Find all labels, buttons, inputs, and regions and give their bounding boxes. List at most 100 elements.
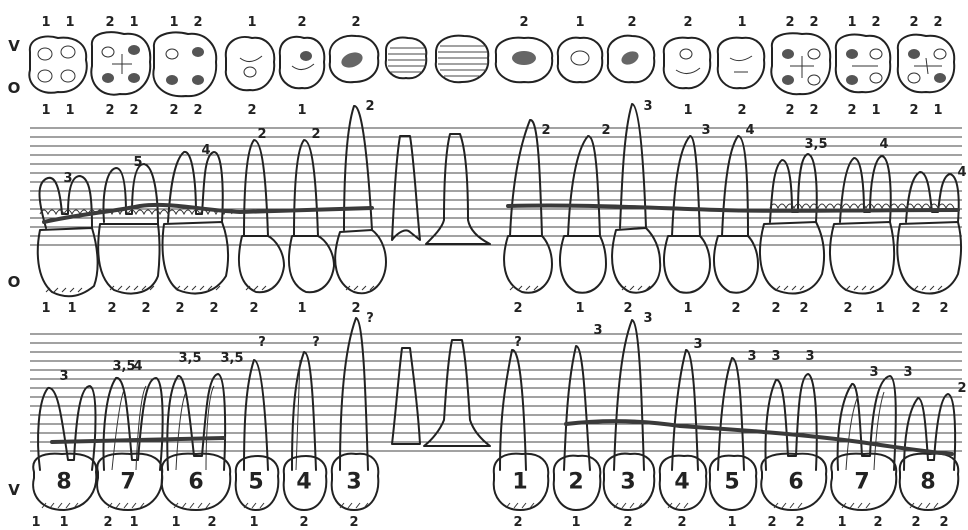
crown-label: 2 xyxy=(909,103,918,118)
tooth-number: 3 xyxy=(346,470,361,495)
root-label: 3 xyxy=(643,99,652,114)
tooth-outline xyxy=(830,222,894,293)
root-label: 2 xyxy=(257,127,266,142)
root-label: ? xyxy=(514,335,522,350)
root-label: 3 xyxy=(693,337,702,352)
tooth-outline xyxy=(904,394,955,470)
crown-label: 2 xyxy=(871,15,880,30)
bottom-label: 2 xyxy=(795,515,804,530)
root-label: 2 xyxy=(957,381,966,396)
root-label: 3 xyxy=(869,365,878,380)
bottom-label: 2 xyxy=(623,515,632,530)
crown-label: 1 xyxy=(169,15,178,30)
crown-label: 2 xyxy=(785,103,794,118)
crown-label: 1 xyxy=(65,15,74,30)
crown-outline xyxy=(771,33,830,94)
bottom-label: 2 xyxy=(207,515,216,530)
crown-label: 2 xyxy=(809,15,818,30)
crown-outline xyxy=(836,35,890,93)
crown-outline xyxy=(558,38,603,83)
tooth-number: 8 xyxy=(56,470,71,495)
root-label: 3,5 xyxy=(220,351,243,366)
crown-label: 1 xyxy=(65,103,74,118)
root-label: 3,5 xyxy=(112,359,135,374)
crown-label: 1 xyxy=(933,103,942,118)
bottom-label: 2 xyxy=(299,515,308,530)
bottom-label: 2 xyxy=(107,301,116,316)
tooth-outline xyxy=(239,236,284,292)
root-label: 3 xyxy=(747,349,756,364)
bottom-label: 1 xyxy=(727,515,736,530)
root-label: 3 xyxy=(63,171,72,186)
lower-bottom-labels: 11211212221221221222 xyxy=(31,515,948,530)
crown-outline xyxy=(898,35,954,92)
crown-outline xyxy=(91,32,150,95)
root-label: 3 xyxy=(59,369,68,384)
lower-crowns xyxy=(33,454,958,510)
tooth-outline xyxy=(504,236,552,293)
tooth-number: 3 xyxy=(620,470,635,495)
bottom-label: 2 xyxy=(623,301,632,316)
tooth-number: 7 xyxy=(854,470,869,495)
bottom-label: 2 xyxy=(911,515,920,530)
crown-label: 1 xyxy=(683,103,692,118)
side-label-middle-o: O xyxy=(8,273,21,291)
crown-label: 1 xyxy=(247,15,256,30)
tooth-outline xyxy=(294,140,318,236)
root-label: ? xyxy=(312,335,320,350)
tooth-outline xyxy=(38,228,98,296)
root-label: 4 xyxy=(201,143,210,158)
bottom-label: 1 xyxy=(67,301,76,316)
root-label: 2 xyxy=(601,123,610,138)
crown-label: 1 xyxy=(41,103,50,118)
lower-left-bone-level-line xyxy=(52,438,224,442)
occlusal-details xyxy=(38,45,946,85)
crown-outline xyxy=(718,38,765,89)
crown-label: 2 xyxy=(909,15,918,30)
crown-label: 1 xyxy=(129,15,138,30)
crown-outline xyxy=(226,37,274,90)
root-label: 2 xyxy=(365,99,374,114)
crown-label: 2 xyxy=(105,103,114,118)
tooth-outline xyxy=(98,224,159,294)
tooth-outline xyxy=(568,136,600,236)
tooth-outline xyxy=(672,136,700,236)
bottom-label: 2 xyxy=(513,301,522,316)
tooth-outline xyxy=(906,172,959,222)
tooth-outline xyxy=(714,236,758,293)
occlusal-crown-row: 11211212221221221222 1122222112222121 xyxy=(29,15,954,118)
crown-label: 1 xyxy=(737,15,746,30)
crown-label: 1 xyxy=(297,103,306,118)
tooth-number: 2 xyxy=(568,470,583,495)
crown-label: 2 xyxy=(105,15,114,30)
crown-label: 2 xyxy=(193,15,202,30)
crown-label: 2 xyxy=(847,103,856,118)
side-label-top-o: O xyxy=(8,79,21,97)
tooth-outline xyxy=(722,136,748,236)
root-label: 3 xyxy=(593,323,602,338)
crown-label: 2 xyxy=(129,103,138,118)
bottom-label: 1 xyxy=(129,515,138,530)
tooth-outline xyxy=(664,236,710,293)
bottom-label: 2 xyxy=(911,301,920,316)
bottom-label: 1 xyxy=(575,301,584,316)
tooth-number: 1 xyxy=(512,470,527,495)
root-label: 4 xyxy=(879,137,888,152)
bottom-label: 2 xyxy=(799,301,808,316)
tooth-outline xyxy=(614,320,644,470)
tooth-outline xyxy=(560,236,606,293)
bottom-label: 2 xyxy=(843,301,852,316)
root-label: 2 xyxy=(311,127,320,142)
crown-label: 2 xyxy=(683,15,692,30)
crown-outline xyxy=(436,36,488,83)
bottom-label: 2 xyxy=(771,301,780,316)
bottom-label: 1 xyxy=(249,515,258,530)
crown-label: 2 xyxy=(627,15,636,30)
bottom-label: 2 xyxy=(873,515,882,530)
tooth-outline xyxy=(289,236,334,292)
tooth-outline xyxy=(760,222,824,293)
unerupted-tooth-bud xyxy=(426,134,490,244)
